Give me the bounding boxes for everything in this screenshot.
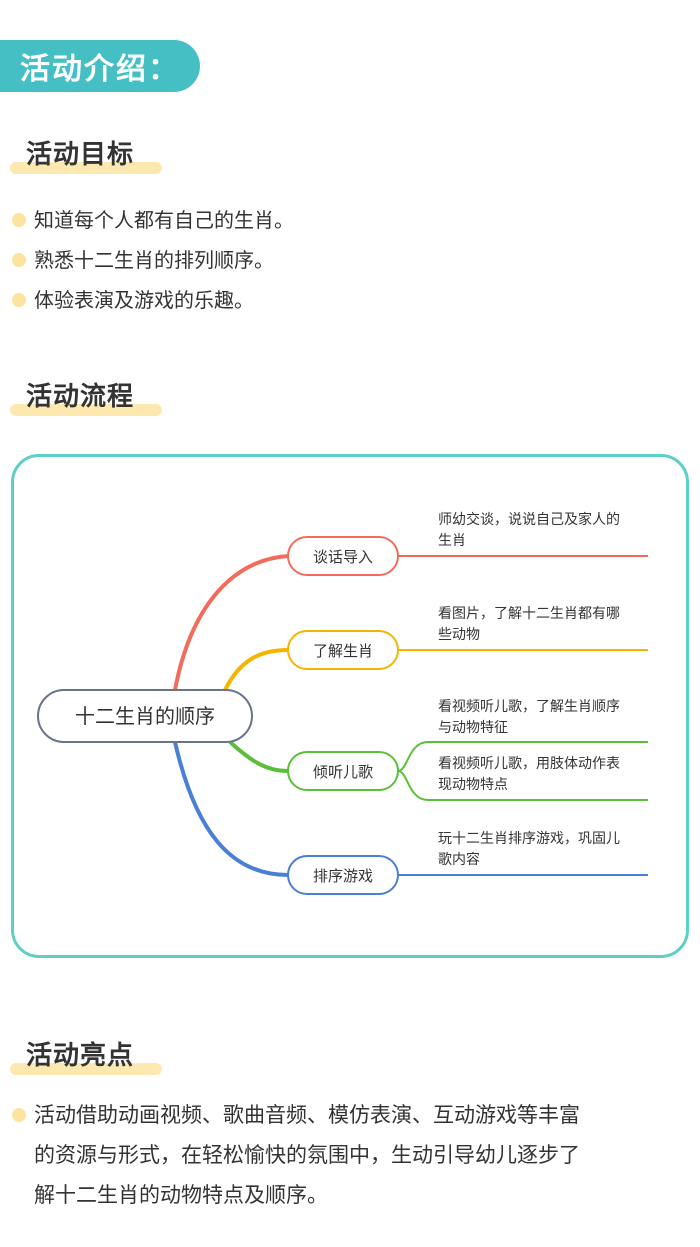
branch-label-4: 排序游戏: [313, 867, 373, 885]
branch-label-3: 倾听儿歌: [313, 763, 373, 781]
highlights-heading: 活动亮点: [10, 1037, 162, 1077]
mindmap-frame: [11, 454, 689, 958]
highlights-paragraph: 活动借助动画视频、歌曲音频、模仿表演、互动游戏等丰富 的资源与形式，在轻松愉快的…: [10, 1095, 694, 1215]
branch-node-2: [287, 630, 399, 670]
branch-node-4: [287, 855, 399, 895]
banner-title: 活动介绍：: [20, 52, 180, 87]
bullet-icon: [12, 1108, 26, 1122]
note-text: 玩十二生肖排序游戏，巩固儿: [438, 831, 620, 847]
note-text: 歌内容: [438, 851, 480, 868]
bullet-icon: [12, 213, 26, 227]
goals-heading: 活动目标: [10, 136, 162, 176]
note-text: 师幼交谈，说说自己及家人的: [438, 511, 620, 528]
note-text: 与动物特征: [438, 720, 508, 736]
highlights-line: 的资源与形式，在轻松愉快的氛围中，生动引导幼儿逐步了: [34, 1143, 580, 1167]
highlights-line: 活动借助动画视频、歌曲音频、模仿表演、互动游戏等丰富: [34, 1103, 580, 1127]
goals-list: 知道每个人都有自己的生肖。 熟悉十二生肖的排列顺序。 体验表演及游戏的乐趣。: [10, 200, 294, 320]
goal-item: 熟悉十二生肖的排列顺序。: [10, 240, 294, 280]
goal-item: 知道每个人都有自己的生肖。: [10, 200, 294, 240]
note-text: 现动物特点: [438, 777, 508, 793]
note-line-3b: [397, 770, 648, 801]
branch-line-1: [173, 554, 289, 691]
note-text: 看图片，了解十二生肖都有哪: [438, 606, 620, 622]
root-label: 十二生肖的顺序: [75, 704, 215, 728]
section-banner: 活动介绍：: [0, 40, 200, 92]
branch-label-2: 了解生肖: [313, 642, 373, 660]
branch-node-3: [287, 751, 399, 791]
branch-label-1: 谈话导入: [313, 548, 373, 566]
process-title: 活动流程: [26, 382, 135, 412]
bullet-icon: [12, 253, 26, 267]
note-text: 生肖: [438, 533, 466, 549]
note-text: 些动物: [438, 627, 480, 643]
process-heading: 活动流程: [10, 378, 162, 418]
note-line-3a: [397, 741, 648, 772]
goal-item: 体验表演及游戏的乐趣。: [10, 280, 294, 320]
root-node: [37, 689, 253, 743]
branch-node-1: [287, 536, 399, 576]
highlights-line: 解十二生肖的动物特点及顺序。: [34, 1183, 328, 1207]
branch-line-4: [173, 741, 289, 877]
highlights-title: 活动亮点: [26, 1041, 135, 1071]
note-text: 看视频听儿歌，用肢体动作表: [438, 756, 620, 772]
bullet-icon: [12, 293, 26, 307]
note-text: 看视频听儿歌，了解生肖顺序: [438, 699, 620, 715]
branch-line-3: [228, 740, 289, 773]
goals-title: 活动目标: [26, 140, 135, 170]
branch-line-2: [223, 648, 289, 691]
